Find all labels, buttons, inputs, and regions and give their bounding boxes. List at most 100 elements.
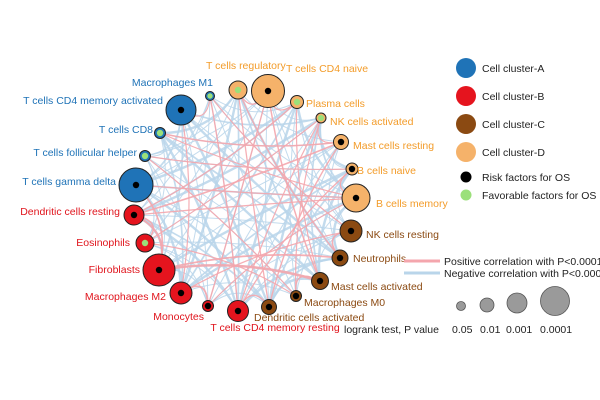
positive-edge-17	[133, 141, 342, 216]
positive-edge-11	[295, 117, 322, 297]
legend-favorable-swatch	[460, 189, 472, 201]
pvalue-0-001: 0.001	[506, 324, 532, 336]
positive-edge-6	[158, 263, 321, 283]
node-22-factor-dot	[234, 86, 242, 94]
negative-edge-6	[209, 95, 357, 199]
node-14-label: Neutrophils	[353, 253, 406, 265]
legend-cluster-b-swatch	[456, 86, 476, 106]
legend-cluster-d-label: Cell cluster-D	[482, 147, 545, 159]
positive-edge-20	[237, 89, 270, 308]
node-7-factor-dot	[155, 266, 163, 274]
positive-edge-5	[158, 253, 341, 271]
node-5-factor-dot	[130, 211, 138, 219]
legend-negative-label: Negative correlation with P<0.0001	[444, 268, 600, 280]
negative-edge-84	[237, 89, 321, 282]
positive-edge-21	[144, 155, 297, 297]
negative-edge-73	[268, 257, 341, 308]
node-layer	[118, 74, 371, 322]
pvalue-0-05: 0.05	[452, 324, 473, 336]
node-20-label: Plasma cells	[306, 98, 365, 110]
positive-edge-7	[180, 230, 352, 294]
negative-edge-43	[133, 116, 322, 217]
node-6-label: Eosinophils	[76, 237, 130, 249]
negative-edge-87	[267, 90, 341, 259]
legend-size-0-01	[479, 297, 495, 313]
node-15-label: NK cells resting	[366, 229, 439, 241]
node-4-factor-dot	[132, 181, 140, 189]
legend-cluster-b-label: Cell cluster-B	[482, 91, 544, 103]
node-21-factor-dot	[264, 87, 272, 95]
negative-edge-54	[158, 167, 353, 272]
positive-edge-1	[180, 109, 190, 294]
node-5-label: Dendritic cells resting	[20, 206, 120, 218]
legend-positive-label: Positive correlation with P<0.0001	[444, 256, 600, 268]
node-14-factor-dot	[336, 254, 344, 262]
node-12-label: Macrophages M0	[304, 297, 385, 309]
node-18-factor-dot	[337, 138, 345, 146]
node-21-label: T cells CD4 naive	[286, 63, 368, 75]
node-18-label: Mast cells resting	[353, 140, 434, 152]
negative-edge-65	[207, 117, 322, 307]
pvalue-0-01: 0.01	[480, 324, 501, 336]
negative-edge-50	[144, 89, 239, 244]
pvalue-legend-title: logrank test, P value	[344, 324, 439, 336]
node-1-factor-dot	[177, 106, 185, 114]
legend-size-0-0001	[540, 286, 570, 316]
node-9-factor-dot	[204, 302, 212, 310]
negative-edge-57	[180, 282, 297, 297]
node-12-factor-dot	[292, 292, 300, 300]
legend-size-0-05	[456, 301, 466, 311]
negative-edge-61	[179, 89, 240, 294]
negative-edge-38	[135, 90, 269, 186]
legend-cluster-a-swatch	[456, 58, 476, 78]
node-0-factor-dot	[207, 93, 213, 99]
node-6-factor-dot	[141, 239, 149, 247]
negative-edge-37	[135, 101, 298, 187]
positive-edge-0	[209, 95, 239, 312]
node-11-label: Dendritic cells activated	[254, 312, 364, 324]
node-17-factor-dot	[348, 165, 356, 173]
edge-layer	[133, 89, 357, 312]
node-8-factor-dot	[177, 289, 185, 297]
legend-size-0-001	[506, 292, 528, 314]
node-16-factor-dot	[352, 194, 360, 202]
node-13-factor-dot	[316, 277, 324, 285]
node-17-label: B cells naive	[357, 165, 416, 177]
node-1-label: T cells CD4 memory activated	[23, 95, 163, 107]
node-10-factor-dot	[234, 307, 242, 315]
pvalue-0-0001: 0.0001	[540, 324, 572, 336]
positive-edge-19	[207, 90, 269, 307]
positive-edge-9	[237, 168, 353, 312]
positive-edge-22	[159, 132, 342, 147]
node-10-label: T cells CD4 memory resting	[210, 322, 339, 334]
positive-edge-23	[295, 101, 321, 282]
node-8-label: Macrophages M2	[85, 291, 166, 303]
node-13-label: Mast cells activated	[331, 281, 423, 293]
node-16-label: B cells memory	[376, 198, 449, 210]
positive-edge-35	[133, 197, 357, 216]
negative-edge-68	[237, 230, 352, 312]
node-3-label: T cells follicular helper	[33, 147, 137, 159]
negative-edge-96	[237, 89, 342, 143]
legend-cluster-a-label: Cell cluster-A	[482, 63, 544, 75]
legend-risk-swatch	[460, 171, 472, 183]
negative-edge-21	[159, 132, 341, 259]
node-2-factor-dot	[156, 129, 164, 137]
node-19-label: NK cells activated	[330, 116, 414, 128]
positive-edge-12	[267, 90, 321, 282]
node-15-factor-dot	[347, 227, 355, 235]
positive-edge-18	[144, 117, 322, 244]
negative-edge-76	[265, 90, 270, 308]
negative-edge-75	[267, 117, 323, 308]
positive-edge-15	[159, 132, 357, 199]
negative-edge-95	[318, 117, 353, 171]
negative-edge-46	[144, 242, 239, 312]
legend-cluster-c-swatch	[456, 114, 476, 134]
legend-favorable-label: Favorable factors for OS	[482, 190, 596, 202]
positive-edge-37	[237, 117, 322, 312]
node-20-factor-dot	[293, 98, 301, 106]
negative-edge-26	[144, 155, 209, 307]
negative-edge-31	[144, 89, 239, 157]
